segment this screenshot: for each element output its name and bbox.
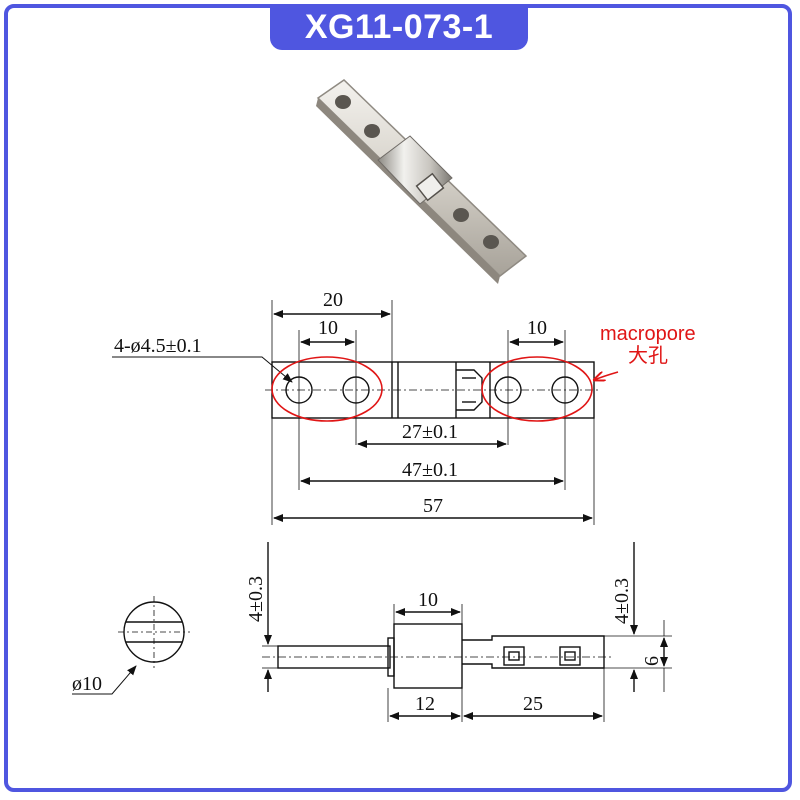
macropore-label: macropore	[600, 323, 696, 345]
dim-25: 25	[523, 693, 543, 715]
macropore-highlight	[271, 356, 619, 422]
end-view	[72, 596, 190, 695]
product-title: XG11-073-1	[270, 4, 528, 50]
dim-27: 27±0.1	[402, 421, 458, 443]
top-view	[112, 300, 600, 525]
slot-left	[503, 646, 525, 666]
highlight-ellipse-right	[481, 356, 593, 422]
photo-hole	[335, 95, 351, 109]
dim-47: 47±0.1	[402, 459, 458, 481]
tol-left: 4±0.3	[245, 576, 267, 622]
macropore-label-cn: 大孔	[628, 344, 668, 367]
dim-20: 20	[323, 289, 343, 311]
hole-spec: 4-ø4.5±0.1	[114, 335, 202, 357]
dim-12: 12	[415, 693, 435, 715]
diameter-leader	[72, 665, 137, 695]
barrel	[393, 623, 463, 689]
dim-side-10: 10	[418, 589, 438, 611]
highlight-ellipse-left	[271, 356, 383, 422]
dim-57: 57	[423, 495, 443, 517]
slot-right	[559, 646, 581, 666]
hole-leader	[112, 356, 293, 383]
dim-10-right: 10	[527, 317, 547, 339]
end-diameter: ø10	[72, 673, 102, 695]
photo-hole	[483, 235, 499, 249]
photo-slot	[415, 172, 445, 202]
side-view	[262, 542, 672, 722]
highlight-arrow	[594, 371, 619, 380]
dim-10-left: 10	[318, 317, 338, 339]
product-photo	[316, 79, 528, 284]
dim-6: 6	[641, 656, 663, 666]
photo-hole	[364, 124, 380, 138]
tol-right: 4±0.3	[611, 578, 633, 624]
photo-hole	[453, 208, 469, 222]
